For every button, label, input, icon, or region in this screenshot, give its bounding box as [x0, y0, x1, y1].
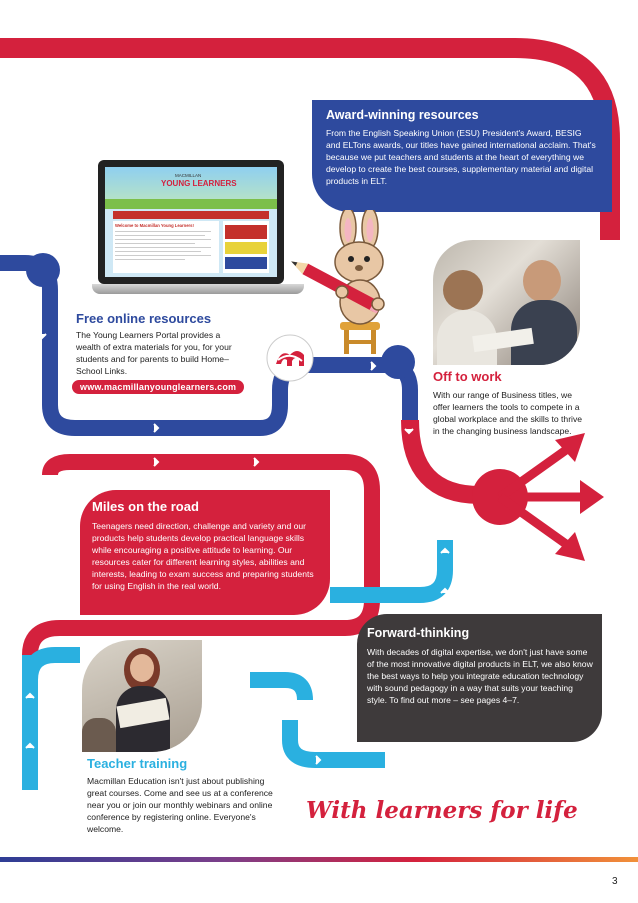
off-to-work-title: Off to work	[433, 369, 502, 384]
tagline: With learners for life	[306, 797, 578, 824]
red-road-upper	[22, 454, 380, 656]
page-number: 3	[612, 876, 618, 887]
cyan-road	[22, 647, 80, 790]
blue-node-right	[381, 345, 415, 379]
free-online-title: Free online resources	[76, 311, 212, 326]
office-photo	[433, 240, 580, 365]
off-to-work-text: With our range of Business titles, we of…	[433, 390, 583, 436]
blue-node-left	[26, 253, 60, 287]
award-text: From the English Speaking Union (ESU) Pr…	[326, 128, 596, 186]
miles-text: Teenagers need direction, challenge and …	[92, 521, 314, 591]
teacher-section: Teacher training Macmillan Education isn…	[87, 756, 287, 835]
portal-url-link[interactable]: www.macmillanyounglearners.com	[72, 380, 245, 394]
miles-box: Miles on the road Teenagers need directi…	[80, 490, 330, 615]
screen-brand-big: YOUNG LEARNERS	[161, 179, 237, 188]
miles-title: Miles on the road	[92, 499, 199, 514]
footer-gradient-bar	[0, 857, 638, 862]
laptop-base	[92, 284, 304, 294]
screen-brand-small: MACMILLAN	[175, 173, 202, 178]
forward-box: Forward-thinking With decades of digital…	[357, 614, 602, 742]
laptop-screen: MACMILLAN YOUNG LEARNERS Welcome to Macm…	[105, 167, 277, 277]
laptop-illustration: MACMILLAN YOUNG LEARNERS Welcome to Macm…	[92, 160, 304, 300]
free-online-text: The Young Learners Portal provides a wea…	[76, 330, 232, 376]
forward-title: Forward-thinking	[367, 626, 470, 640]
forward-text: With decades of digital expertise, we do…	[367, 647, 593, 705]
free-online-section: Free online resources The Young Learners…	[76, 311, 276, 377]
rabbit-mascot	[291, 210, 385, 354]
teacher-photo	[82, 640, 202, 752]
award-box: Award-winning resources From the English…	[312, 100, 612, 212]
screen-welcome: Welcome to Macmillan Young Learners!	[115, 223, 194, 228]
teacher-text: Macmillan Education isn't just about pub…	[87, 776, 273, 834]
laptop-bezel: MACMILLAN YOUNG LEARNERS Welcome to Macm…	[98, 160, 284, 284]
macmillan-logo-icon	[266, 334, 314, 382]
off-to-work-section: Off to work With our range of Business t…	[433, 369, 603, 437]
teacher-title: Teacher training	[87, 756, 188, 771]
award-title: Award-winning resources	[326, 108, 479, 122]
